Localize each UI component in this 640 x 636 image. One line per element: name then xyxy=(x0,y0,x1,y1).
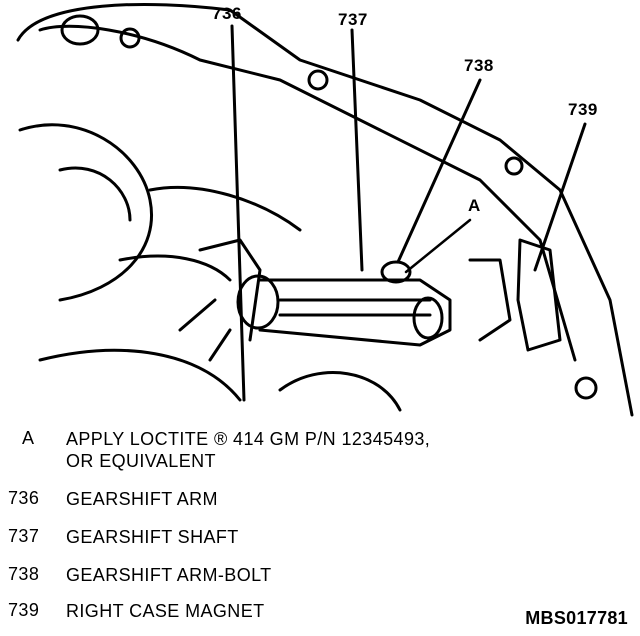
bolt-hole-4 xyxy=(574,376,598,400)
callout-738: 738 xyxy=(464,56,494,75)
leader-738 xyxy=(396,78,482,264)
callout-737: 737 xyxy=(338,10,368,29)
legend-key: 737 xyxy=(8,526,40,546)
ridge-2 xyxy=(118,254,232,282)
right-bracket xyxy=(468,258,512,342)
leader-A xyxy=(404,218,472,274)
ridge-1 xyxy=(148,185,302,232)
legend-text-continued: OR EQUIVALENT xyxy=(66,451,216,471)
left-lobe-inner xyxy=(58,166,132,222)
callout-739: 739 xyxy=(568,100,598,119)
bolt-hole-3 xyxy=(504,156,524,176)
leader-737 xyxy=(350,28,364,272)
leader-739 xyxy=(533,122,587,272)
gearshift-shaft-body xyxy=(258,278,452,347)
lower-lobe-2 xyxy=(278,371,402,412)
legend-text: GEARSHIFT ARM-BOLT xyxy=(66,565,272,585)
case-housing-outline xyxy=(16,2,634,417)
arm-bolt-head xyxy=(380,260,412,284)
legend-text: GEARSHIFT ARM xyxy=(66,489,218,509)
legend-key: 736 xyxy=(8,488,40,508)
shaft-end-right xyxy=(412,296,444,340)
gearshift-diagram xyxy=(16,2,634,417)
legend-text: APPLY LOCTITE ® 414 GM P/N 12345493, xyxy=(66,429,431,449)
lower-lobe xyxy=(38,348,242,402)
legend-key: A xyxy=(22,428,35,448)
legend-key: 738 xyxy=(8,564,40,584)
leader-736 xyxy=(230,24,246,402)
bolt-boss-1 xyxy=(60,14,100,46)
figure-id: MBS017781 xyxy=(525,608,628,628)
left-lobe xyxy=(18,123,153,302)
bolt-hole-2 xyxy=(307,69,329,91)
legend-text: RIGHT CASE MAGNET xyxy=(66,601,265,621)
legend-key: 739 xyxy=(8,600,40,620)
gearshift-shaft-line xyxy=(278,298,432,317)
case-housing-inner xyxy=(38,24,577,362)
shaft-end-left xyxy=(236,274,280,330)
bolt-hole-1 xyxy=(119,27,141,49)
gearshift-arm xyxy=(178,238,262,362)
case-magnet xyxy=(516,238,562,352)
callout-736: 736 xyxy=(212,4,242,23)
callout-A: A xyxy=(468,196,481,215)
legend-text: GEARSHIFT SHAFT xyxy=(66,527,239,547)
